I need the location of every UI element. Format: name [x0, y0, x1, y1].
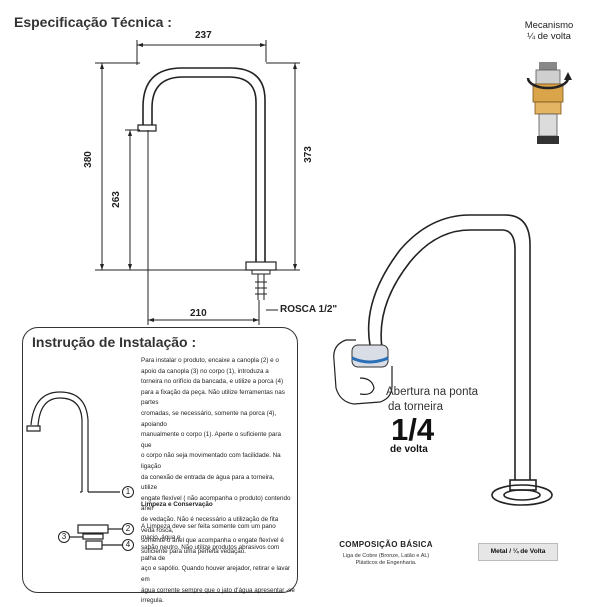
installation-instructions: Para instalar o produto, encaixe a canop… — [141, 357, 291, 555]
opening-label-line2: da torneira — [388, 401, 443, 413]
maintenance-instructions: A Limpeza deve ser feita somente com um … — [141, 523, 295, 605]
maintenance-title: Limpeza e Conservação — [141, 501, 213, 508]
dimension-height-total: 380 — [82, 151, 94, 168]
part-number-1: 1 — [122, 486, 134, 498]
installation-box — [22, 327, 298, 593]
opening-label-line1: Abertura na ponta — [386, 386, 479, 398]
installation-title: Instrução de Instalação : — [32, 334, 197, 350]
quarter-turn-unit: de volta — [390, 444, 428, 455]
part-number-2: 2 — [122, 523, 134, 535]
part-number-4: 4 — [122, 539, 134, 551]
composition-details: Liga de Cobre (Bronze, Latão e AL) Plást… — [342, 553, 430, 566]
cartridge-icon — [526, 62, 572, 144]
hand-icon — [333, 339, 393, 405]
thread-label: ROSCA 1/2" — [280, 304, 338, 315]
mechanism-label: Mecanismo ¼ de volta — [524, 20, 574, 42]
dimension-width-bottom: 210 — [190, 308, 207, 319]
quarter-turn-value: 1/4 — [391, 412, 435, 447]
small-faucet-drawing — [26, 391, 122, 550]
product-badge: Metal / ¼ de Volta — [478, 543, 558, 561]
composition-title: COMPOSIÇÃO BÁSICA — [339, 540, 433, 549]
page-title: Especificação Técnica : — [14, 14, 172, 30]
dimension-height-inner: 263 — [110, 191, 122, 208]
dimension-height-right: 373 — [302, 146, 314, 163]
faucet-illustration — [367, 214, 553, 506]
dimension-width-top: 237 — [195, 30, 212, 41]
part-number-3: 3 — [58, 531, 70, 543]
